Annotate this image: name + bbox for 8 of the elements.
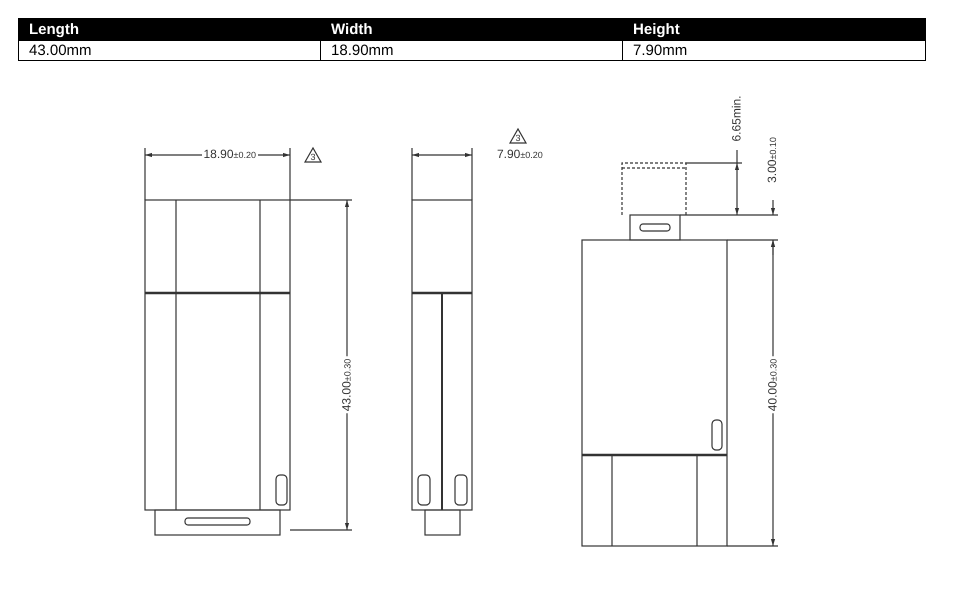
table-cell: 7.90mm xyxy=(622,40,926,60)
mark-number: 3 xyxy=(310,152,316,162)
table-cell: 18.90mm xyxy=(320,40,623,60)
header-cell: Width xyxy=(320,18,623,40)
table-cell: 43.00mm xyxy=(18,40,321,60)
mark-number: 3 xyxy=(516,133,521,143)
header-cell: Length xyxy=(18,18,321,40)
header-cell: Height xyxy=(622,18,926,40)
